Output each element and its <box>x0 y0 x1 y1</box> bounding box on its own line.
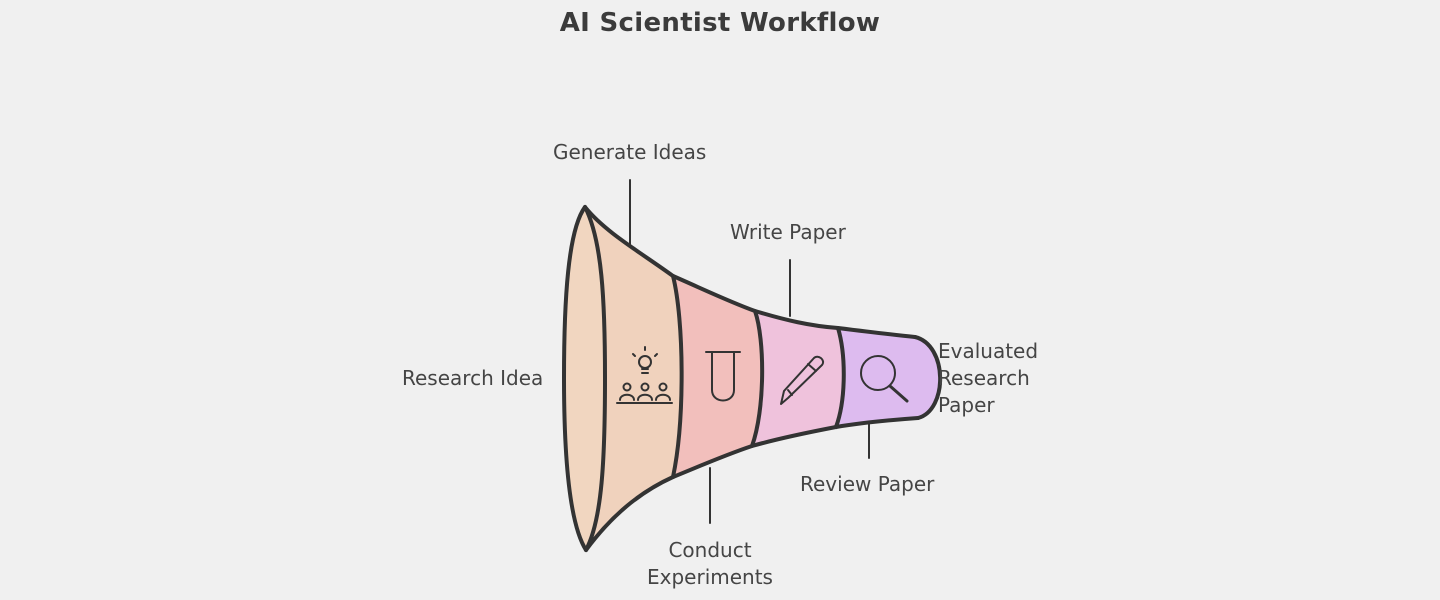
funnel-mouth-outer-outline <box>562 205 588 552</box>
stage-generate-ideas-segment <box>585 207 682 550</box>
stage-label-write-paper: Write Paper <box>730 220 846 244</box>
divider-3 <box>834 326 846 429</box>
stage-label-generate-ideas: Generate Ideas <box>553 140 707 164</box>
pen-icon <box>780 355 824 405</box>
stage-label-conduct-experiments: Conduct Experiments <box>647 538 773 589</box>
magnifier-icon <box>860 355 909 403</box>
stage-conduct-experiments-segment <box>673 276 763 477</box>
output-label-evaluated-research-paper: Evaluated Research Paper <box>938 339 1039 417</box>
beaker-icon <box>705 351 741 402</box>
divider-1 <box>671 274 684 479</box>
divider-2 <box>750 309 765 448</box>
funnel-end-outline <box>913 335 943 420</box>
input-label-research-idea: Research Idea <box>402 366 544 390</box>
funnel-mouth <box>564 207 605 550</box>
stage-review-paper-segment <box>836 328 941 427</box>
diagram-title: AI Scientist Workflow <box>559 8 881 38</box>
stage-write-paper-segment <box>752 311 844 446</box>
lightbulb-team-icon <box>616 346 673 404</box>
funnel-mouth-inner-outline <box>583 205 607 552</box>
stage-label-review-paper: Review Paper <box>800 472 935 496</box>
